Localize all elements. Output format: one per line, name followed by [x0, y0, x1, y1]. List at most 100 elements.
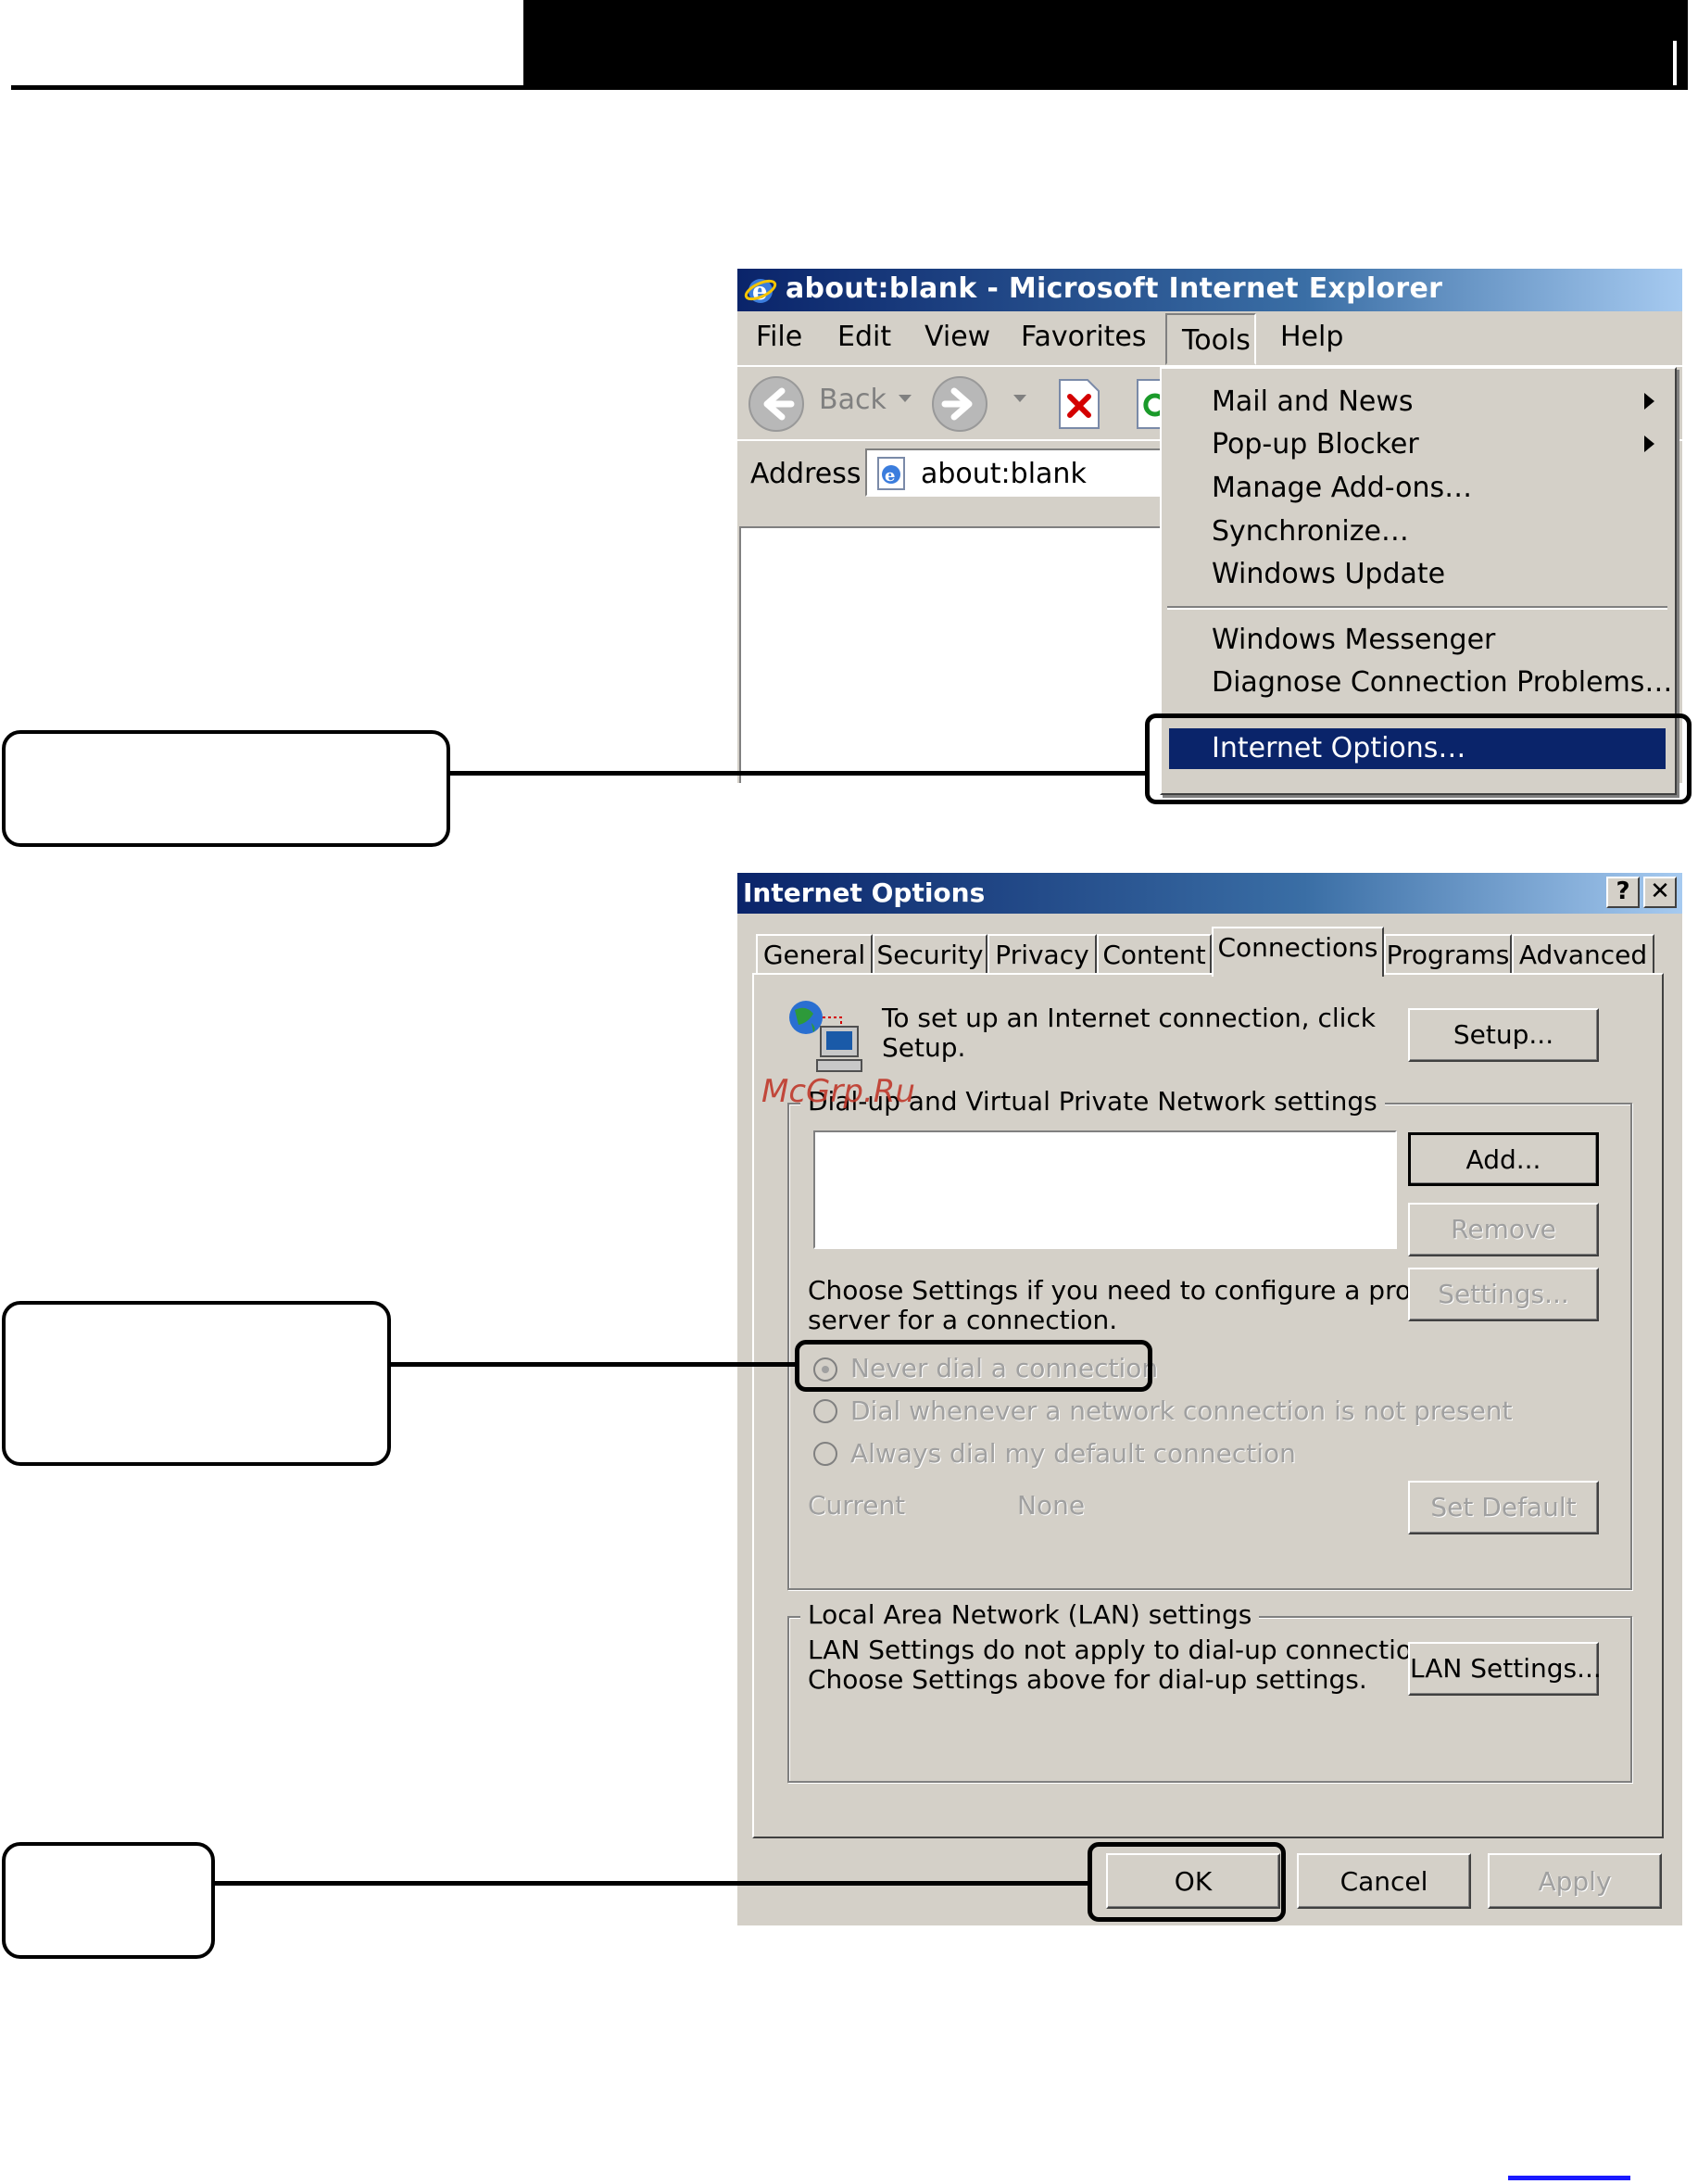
close-button[interactable]: ✕ [1643, 877, 1677, 908]
lan-text-2: Choose Settings above for dial-up settin… [808, 1664, 1367, 1695]
menu-file[interactable]: File [756, 321, 803, 353]
dialup-group-label: Dial-up and Virtual Private Network sett… [800, 1086, 1385, 1117]
menu-item-internet-options[interactable]: Internet Options… [1169, 728, 1666, 769]
tab-advanced[interactable]: Advanced [1512, 934, 1654, 975]
set-default-button[interactable]: Set Default [1408, 1481, 1599, 1534]
menu-item-windows-update[interactable]: Windows Update [1163, 554, 1671, 595]
connections-panel: To set up an Internet connection, click … [752, 973, 1664, 1838]
ie-menu-bar: File Edit View Favorites Tools Help [737, 313, 1682, 365]
ie-toolbar: Back [737, 365, 1682, 439]
cancel-button[interactable]: Cancel [1297, 1853, 1471, 1909]
lan-settings-button[interactable]: LAN Settings... [1408, 1642, 1602, 1696]
lan-settings-group: Local Area Network (LAN) settings [787, 1599, 1632, 1783]
tab-privacy[interactable]: Privacy [987, 934, 1097, 975]
submenu-arrow-icon [1644, 393, 1654, 410]
page-icon: e [877, 457, 905, 490]
tab-general[interactable]: General [756, 934, 873, 975]
proxy-text-2: server for a connection. [808, 1305, 1118, 1335]
menu-item-label: Synchronize… [1212, 515, 1409, 548]
leader-line-2 [389, 1362, 797, 1367]
svg-text:e: e [885, 466, 895, 486]
tools-dropdown-menu: Mail and News Pop-up Blocker Manage Add-… [1160, 367, 1677, 795]
tab-content[interactable]: Content [1097, 934, 1212, 975]
menu-item-mail-and-news[interactable]: Mail and News [1163, 382, 1671, 423]
radio-never-dial-label[interactable]: Never dial a connection [850, 1353, 1159, 1383]
menu-item-windows-messenger[interactable]: Windows Messenger [1163, 620, 1671, 661]
stop-icon[interactable] [1054, 376, 1102, 432]
tab-programs[interactable]: Programs [1384, 934, 1512, 975]
radio-always-dial[interactable] [813, 1442, 837, 1466]
tab-connections[interactable]: Connections [1212, 927, 1384, 977]
back-button[interactable] [748, 376, 804, 432]
menu-item-label: Internet Options… [1212, 732, 1466, 764]
setup-text-1: To set up an Internet connection, click [882, 1003, 1377, 1033]
lan-group-label: Local Area Network (LAN) settings [800, 1599, 1260, 1630]
ok-button[interactable]: OK [1106, 1853, 1280, 1909]
menu-item-label: Manage Add-ons… [1212, 472, 1473, 504]
highlight-internet-options [1145, 713, 1692, 804]
network-computer-icon [789, 1001, 862, 1072]
header-bar [523, 0, 1688, 89]
radio-never-dial[interactable] [813, 1357, 837, 1382]
setup-text-2: Setup. [882, 1032, 966, 1063]
ie-title-text: about:blank - Microsoft Internet Explore… [786, 272, 1443, 305]
forward-dropdown-icon[interactable] [1012, 393, 1028, 404]
forward-arrow-icon [941, 387, 973, 421]
back-dropdown-icon[interactable] [897, 393, 913, 404]
proxy-text-1: Choose Settings if you need to configure… [808, 1275, 1441, 1306]
lan-text-1: LAN Settings do not apply to dial-up con… [808, 1635, 1451, 1665]
internet-options-dialog: Internet Options ? ✕ General Security Pr… [737, 873, 1682, 1925]
dialog-title-bar: Internet Options ? ✕ [737, 873, 1682, 914]
back-label[interactable]: Back [819, 384, 887, 416]
menu-item-popup-blocker[interactable]: Pop-up Blocker [1163, 424, 1671, 465]
menu-item-label: Windows Update [1212, 558, 1446, 590]
menu-item-label: Pop-up Blocker [1212, 428, 1419, 461]
current-label: Current [808, 1490, 906, 1521]
tab-security[interactable]: Security [873, 934, 987, 975]
menu-item-label: Diagnose Connection Problems… [1212, 666, 1673, 699]
menu-item-label: Mail and News [1212, 385, 1414, 418]
add-button[interactable]: Add... [1408, 1132, 1599, 1186]
address-label: Address [750, 458, 862, 490]
radio-dial-whenever-label[interactable]: Dial whenever a network connection is no… [850, 1395, 1513, 1426]
radio-selected-dot [822, 1366, 829, 1373]
highlight-never-dial [795, 1340, 1152, 1392]
menu-favorites[interactable]: Favorites [1021, 321, 1147, 353]
apply-button[interactable]: Apply [1488, 1853, 1662, 1909]
header-notch [1673, 41, 1677, 85]
setup-button[interactable]: Setup... [1408, 1008, 1599, 1062]
current-value: None [1017, 1490, 1086, 1521]
help-button[interactable]: ? [1606, 877, 1640, 908]
back-arrow-icon [763, 387, 795, 421]
menu-tools[interactable]: Tools [1165, 313, 1256, 365]
ie-logo-icon: e [744, 278, 777, 306]
radio-dial-whenever[interactable] [813, 1399, 837, 1423]
submenu-arrow-icon [1644, 436, 1654, 452]
menu-item-label: Windows Messenger [1212, 624, 1496, 656]
forward-button[interactable] [932, 376, 987, 432]
menu-item-manage-addons[interactable]: Manage Add-ons… [1163, 468, 1671, 509]
leader-line-1 [448, 771, 1147, 776]
address-text[interactable]: about:blank [921, 458, 1087, 490]
callout-box-3 [2, 1842, 215, 1959]
menu-item-diagnose-connection[interactable]: Diagnose Connection Problems… [1163, 663, 1673, 703]
callout-box-1 [2, 730, 450, 847]
settings-button[interactable]: Settings... [1408, 1268, 1599, 1321]
highlight-ok-button [1088, 1842, 1286, 1922]
dialup-vpn-group: Dial-up and Virtual Private Network sett… [787, 1086, 1632, 1590]
connection-list[interactable] [813, 1130, 1397, 1249]
dialog-title: Internet Options [743, 877, 986, 908]
menu-help[interactable]: Help [1280, 321, 1344, 353]
footer-link-underline [1508, 2176, 1630, 2180]
menu-edit[interactable]: Edit [837, 321, 892, 353]
menu-separator [1167, 606, 1667, 610]
leader-line-3 [213, 1881, 1089, 1886]
callout-box-2 [2, 1301, 391, 1466]
radio-always-dial-label[interactable]: Always dial my default connection [850, 1438, 1296, 1469]
watermark: McGrp.Ru [761, 1073, 915, 1110]
menu-item-synchronize[interactable]: Synchronize… [1163, 511, 1671, 552]
menu-view[interactable]: View [924, 321, 991, 353]
ie-title-bar: e about:blank - Microsoft Internet Explo… [737, 269, 1682, 311]
header-rule [11, 85, 1688, 90]
remove-button[interactable]: Remove [1408, 1203, 1599, 1256]
